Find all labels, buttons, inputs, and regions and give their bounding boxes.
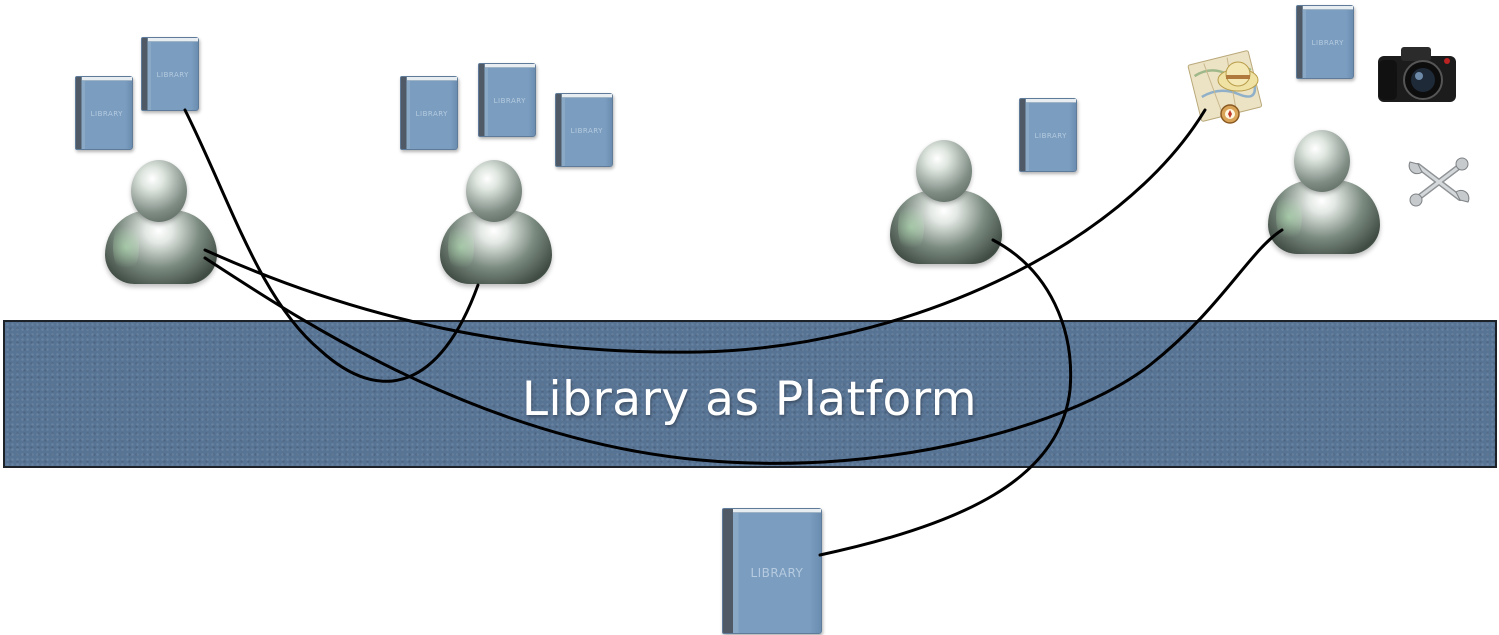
book-icon: LIBRARY	[1296, 5, 1354, 79]
book-icon: LIBRARY	[555, 93, 613, 167]
book-label: LIBRARY	[156, 71, 189, 80]
connector	[183, 108, 480, 383]
book-label: LIBRARY	[493, 97, 526, 106]
connector	[203, 108, 1207, 354]
book-label: LIBRARY	[415, 110, 448, 119]
book-label: LIBRARY	[1311, 39, 1344, 48]
book-label: LIBRARY	[570, 127, 603, 136]
connector	[203, 228, 1284, 465]
map-icon	[1187, 50, 1263, 124]
book-icon: LIBRARY	[400, 76, 458, 150]
tools-icon	[1408, 157, 1470, 207]
camera-icon	[1378, 47, 1456, 102]
platform-label: Library as Platform	[521, 372, 978, 427]
book-icon: LIBRARY	[478, 63, 536, 137]
book-icon: LIBRARY	[141, 37, 199, 111]
connector	[818, 238, 1073, 557]
book-label: LIBRARY	[750, 566, 804, 581]
book-icon: LIBRARY	[1019, 98, 1077, 172]
platform-band	[3, 320, 1497, 468]
person-icon	[105, 160, 217, 290]
person-icon	[890, 140, 1002, 270]
book-icon: LIBRARY	[722, 508, 822, 634]
book-label: LIBRARY	[1034, 132, 1067, 141]
book-icon: LIBRARY	[75, 76, 133, 150]
book-label: LIBRARY	[90, 110, 123, 119]
person-icon	[1268, 130, 1380, 260]
person-icon	[440, 160, 552, 290]
